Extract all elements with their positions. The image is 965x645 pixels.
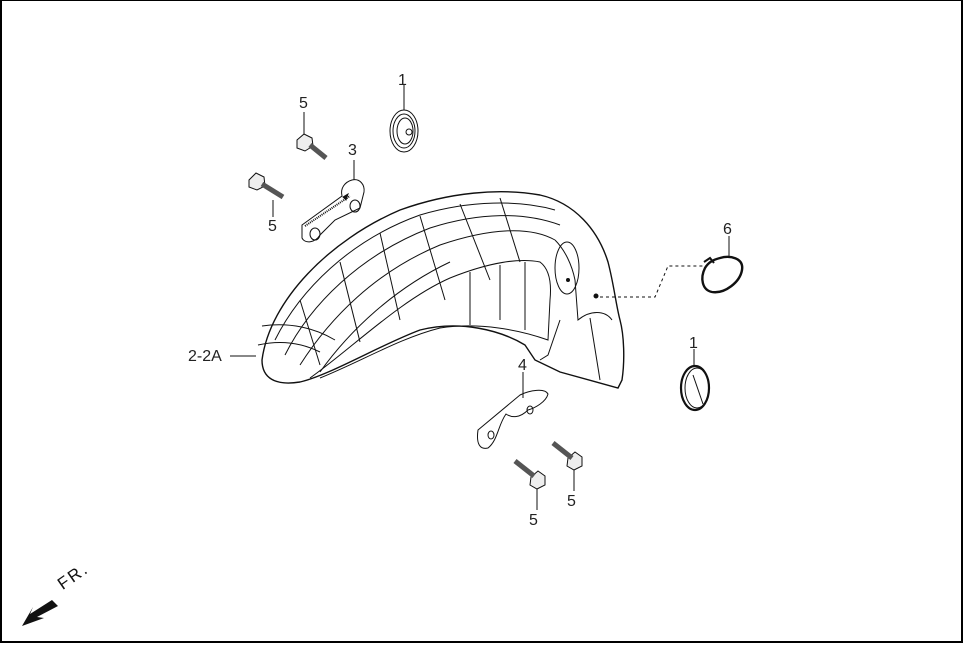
callout-5-lower-left: 5 bbox=[529, 512, 538, 529]
bolt-lower-right bbox=[551, 441, 583, 491]
bolt-upper bbox=[296, 112, 328, 160]
callout-1-top: 1 bbox=[398, 72, 407, 89]
callout-5-lower-right: 5 bbox=[567, 493, 576, 510]
front-fender bbox=[257, 191, 705, 389]
cap-right bbox=[679, 349, 711, 412]
bracket-upper bbox=[301, 160, 365, 243]
callout-5-left: 5 bbox=[268, 218, 277, 235]
bracket-lower bbox=[477, 372, 549, 449]
front-direction-arrow-icon bbox=[22, 600, 58, 626]
grommet-top bbox=[389, 85, 419, 153]
callout-2-2a: 2-2A bbox=[188, 348, 222, 365]
callout-1-right: 1 bbox=[689, 335, 698, 352]
bolt-left bbox=[248, 172, 285, 217]
hose-clip bbox=[701, 236, 744, 294]
callout-4: 4 bbox=[518, 357, 527, 374]
callout-6: 6 bbox=[723, 221, 732, 238]
callout-3: 3 bbox=[348, 142, 357, 159]
callout-5-upper: 5 bbox=[299, 95, 308, 112]
bolt-lower-left bbox=[513, 459, 546, 510]
